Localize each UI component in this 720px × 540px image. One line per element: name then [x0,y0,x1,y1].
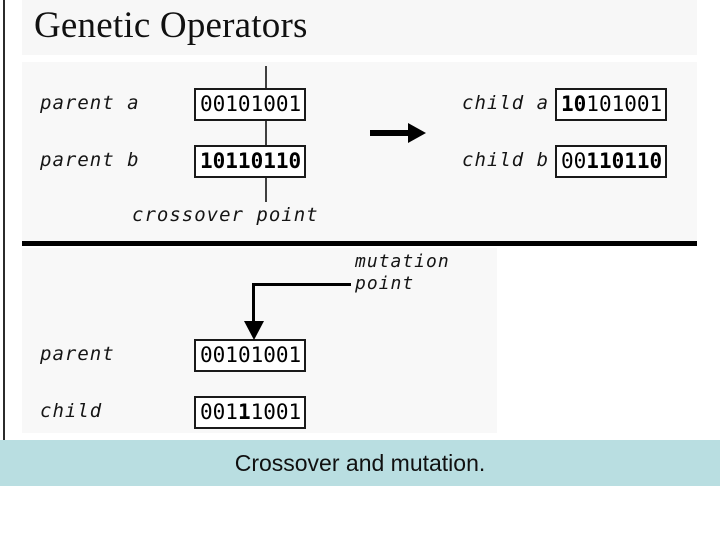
mutation-parent-bits: 00101001 [194,339,307,372]
mutation-parent-label: parent [40,343,115,365]
arrow-right-head-icon [408,123,426,143]
crossover-parent-a-label: parent a [40,92,140,114]
bits-flip: 0 [237,343,251,367]
title-band [22,0,697,55]
crossover-child-a-bits: 10101001 [555,88,668,121]
bits-plain: 101001 [586,92,663,116]
crossover-point-label: crossover point [132,204,319,226]
crossover-parent-a-bits: 00101001 [194,88,307,121]
crossover-parent-b-bits: 10110110 [194,145,307,178]
bits-pre: 001 [200,343,238,367]
page-title: Genetic Operators [34,5,308,46]
bits-bold: 110110 [586,149,663,173]
slide-left-rule [3,0,5,443]
bits-plain: 10110110 [200,149,302,173]
crossover-figure-panel: parent a 00101001 parent b 10110110 cros… [22,62,697,242]
mutation-point-label-line2: point [355,273,415,294]
crossover-child-b-bits: 00110110 [555,145,668,178]
caption-text: Crossover and mutation. [234,449,486,476]
crossover-parent-b-label: parent b [40,149,140,171]
bits-post: 1001 [250,400,302,424]
mutation-figure-panel: mutation point parent 00101001 child 001… [22,248,497,433]
caption-bar: Crossover and mutation. [0,440,720,486]
arrow-right-icon [370,130,410,136]
bits-pre: 001 [200,400,238,424]
bits-post: 1001 [250,343,302,367]
mutation-point-label-line1: mutation [355,251,450,272]
bits-plain: 00101001 [200,92,302,116]
mutation-drop-line [252,283,255,323]
mutation-child-bits: 00111001 [194,396,307,429]
crossover-child-a-label: child a [462,92,550,114]
crossover-point-line [265,66,267,202]
bits-flip: 1 [237,400,251,424]
crossover-child-b-label: child b [462,149,550,171]
bits-bold: 10 [561,92,587,116]
mutation-leader-line [252,283,351,286]
mutation-child-label: child [40,400,103,422]
figure-divider [22,241,697,246]
arrow-down-icon [244,321,264,340]
bits-plain: 00 [561,149,587,173]
